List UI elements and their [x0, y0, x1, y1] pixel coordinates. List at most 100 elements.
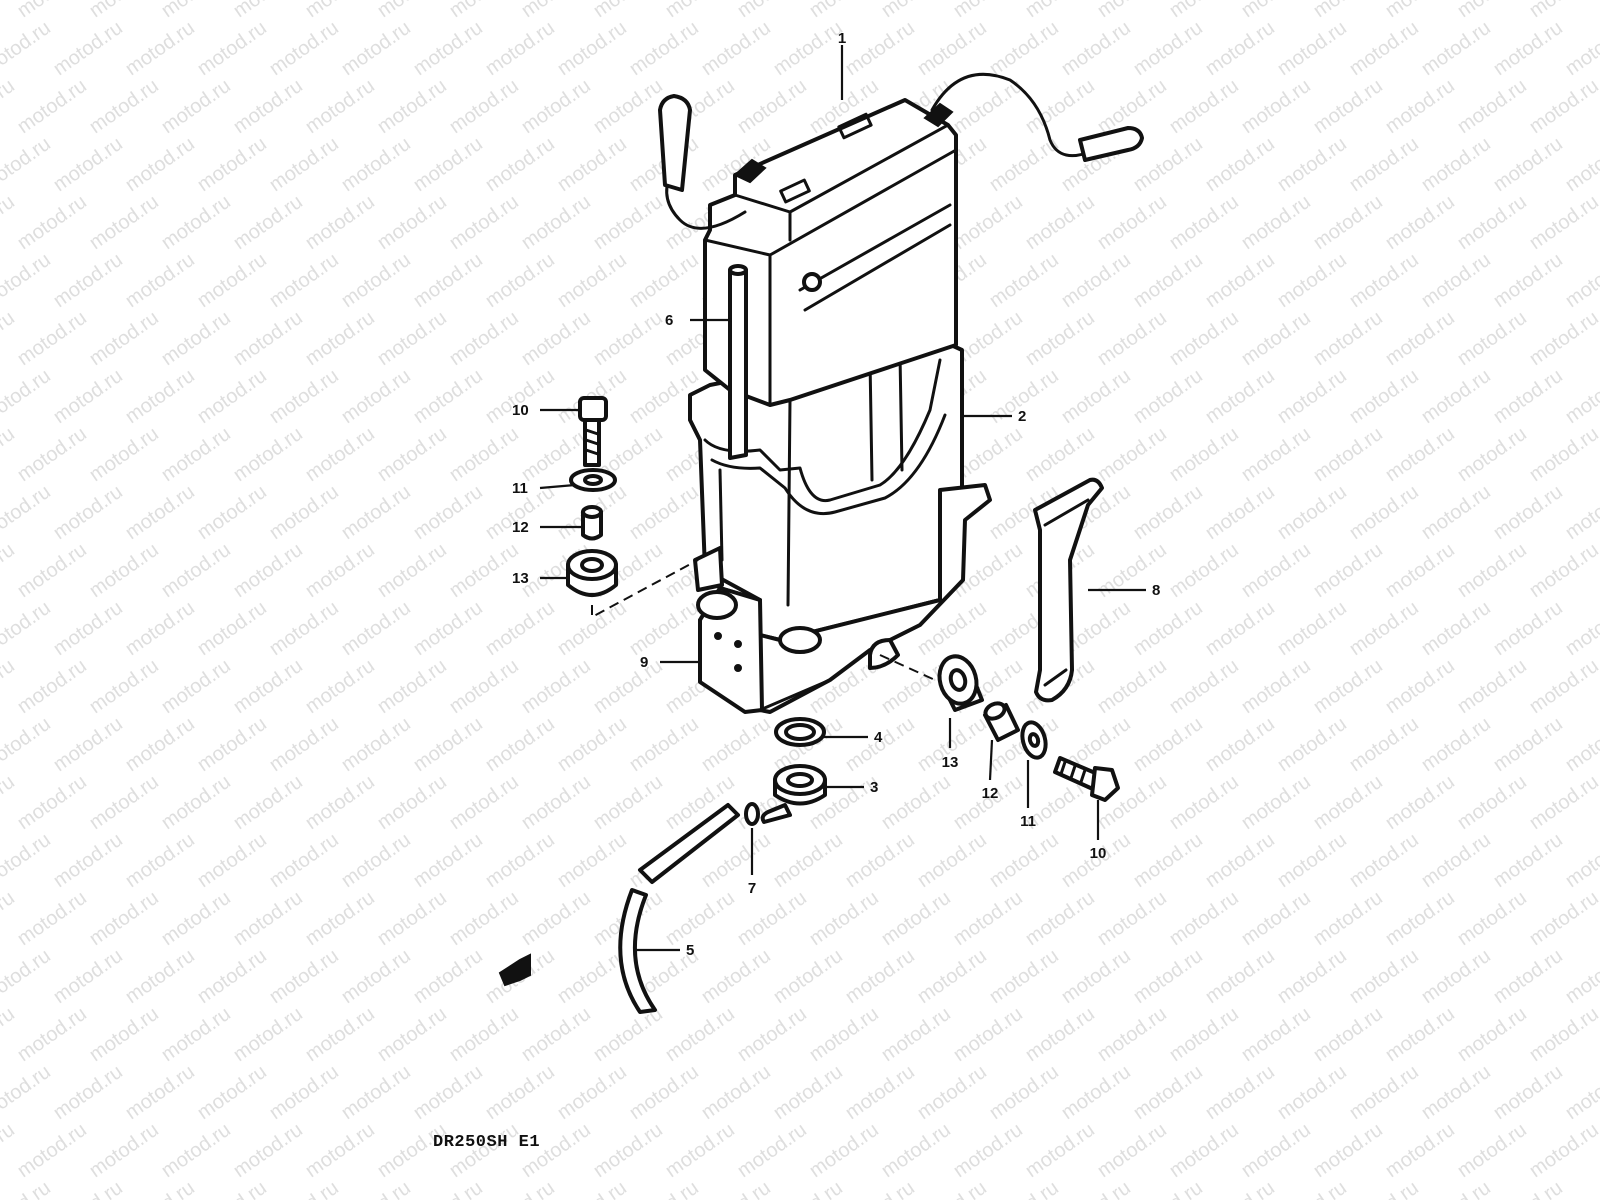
- watermark-text: motod.ru: [1165, 1003, 1242, 1066]
- watermark-text: motod.ru: [913, 1061, 990, 1124]
- bolt-left: [578, 396, 608, 467]
- watermark-text: motod.ru: [1165, 1119, 1242, 1182]
- watermark-text: motod.ru: [1165, 423, 1242, 486]
- watermark-text: motod.ru: [121, 365, 198, 428]
- watermark-text: motod.ru: [1021, 887, 1098, 950]
- watermark-text: motod.ru: [1309, 191, 1386, 254]
- watermark-text: motod.ru: [49, 597, 126, 660]
- watermark-text: motod.ru: [229, 1119, 306, 1182]
- watermark-text: motod.ru: [0, 133, 55, 196]
- watermark-text: motod.ru: [229, 887, 306, 950]
- watermark-text: motod.ru: [13, 0, 90, 22]
- drain-fitting: [760, 764, 827, 824]
- watermark-text: motod.ru: [1237, 75, 1314, 138]
- watermark-text: motod.ru: [409, 829, 486, 892]
- watermark-text: motod.ru: [265, 133, 342, 196]
- watermark-text: motod.ru: [193, 249, 270, 312]
- watermark-text: motod.ru: [0, 17, 55, 80]
- watermark-text: motod.ru: [1201, 365, 1278, 428]
- watermark-text: motod.ru: [1345, 829, 1422, 892]
- watermark-text: motod.ru: [1381, 771, 1458, 834]
- watermark-text: motod.ru: [85, 887, 162, 950]
- watermark-text: motod.ru: [337, 829, 414, 892]
- watermark-text: motod.ru: [121, 945, 198, 1008]
- callout-10-left: 10: [512, 402, 529, 419]
- watermark-text: motod.ru: [0, 1003, 19, 1066]
- watermark-text: motod.ru: [229, 655, 306, 718]
- watermark-text: motod.ru: [265, 1177, 342, 1200]
- watermark-text: motod.ru: [265, 1061, 342, 1124]
- watermark-text: motod.ru: [1381, 191, 1458, 254]
- watermark-text: motod.ru: [265, 829, 342, 892]
- watermark-text: motod.ru: [337, 481, 414, 544]
- callout-13-left: 13: [512, 570, 529, 587]
- watermark-text: motod.ru: [193, 133, 270, 196]
- watermark-text: motod.ru: [1381, 1003, 1458, 1066]
- watermark-text: motod.ru: [229, 0, 306, 22]
- watermark-text: motod.ru: [877, 1003, 954, 1066]
- watermark-text: motod.ru: [229, 307, 306, 370]
- watermark-text: motod.ru: [733, 1119, 810, 1182]
- watermark-text: motod.ru: [1489, 1177, 1566, 1200]
- watermark-text: motod.ru: [949, 1119, 1026, 1182]
- watermark-text: motod.ru: [301, 1003, 378, 1066]
- watermark-text: motod.ru: [301, 1119, 378, 1182]
- watermark-text: motod.ru: [337, 133, 414, 196]
- watermark-text: motod.ru: [589, 771, 666, 834]
- watermark-text: motod.ru: [1417, 829, 1494, 892]
- watermark-text: motod.ru: [445, 191, 522, 254]
- callout-8: 8: [1152, 582, 1160, 599]
- watermark-text: motod.ru: [1021, 75, 1098, 138]
- watermark-text: motod.ru: [1129, 829, 1206, 892]
- watermark-text: motod.ru: [1561, 365, 1600, 428]
- watermark-text: motod.ru: [1237, 771, 1314, 834]
- watermark-text: motod.ru: [1201, 829, 1278, 892]
- watermark-text: motod.ru: [85, 1003, 162, 1066]
- watermark-text: motod.ru: [49, 829, 126, 892]
- watermark-text: motod.ru: [373, 423, 450, 486]
- watermark-text: motod.ru: [733, 887, 810, 950]
- watermark-text: motod.ru: [265, 249, 342, 312]
- watermark-text: motod.ru: [1561, 945, 1600, 1008]
- watermark-text: motod.ru: [841, 1061, 918, 1124]
- callout-10-right: 10: [1090, 845, 1107, 862]
- watermark-text: motod.ru: [1309, 0, 1386, 22]
- watermark-text: motod.ru: [1093, 1003, 1170, 1066]
- callout-9: 9: [640, 654, 648, 671]
- watermark-text: motod.ru: [841, 829, 918, 892]
- watermark-text: motod.ru: [1345, 365, 1422, 428]
- callout-11-right: 11: [1020, 813, 1036, 830]
- watermark-text: motod.ru: [481, 829, 558, 892]
- grommet-left: [566, 549, 618, 597]
- watermark-text: motod.ru: [1165, 655, 1242, 718]
- watermark-text: motod.ru: [1345, 597, 1422, 660]
- watermark-text: motod.ru: [1381, 75, 1458, 138]
- watermark-text: motod.ru: [1129, 1177, 1206, 1200]
- watermark-text: motod.ru: [1165, 307, 1242, 370]
- watermark-text: motod.ru: [1309, 771, 1386, 834]
- watermark-text: motod.ru: [661, 1119, 738, 1182]
- watermark-text: motod.ru: [1345, 249, 1422, 312]
- watermark-text: motod.ru: [1129, 249, 1206, 312]
- watermark-text: motod.ru: [0, 1119, 19, 1182]
- watermark-text: motod.ru: [1237, 539, 1314, 602]
- watermark-text: motod.ru: [193, 713, 270, 776]
- watermark-text: motod.ru: [229, 771, 306, 834]
- watermark-text: motod.ru: [1417, 1177, 1494, 1200]
- watermark-text: motod.ru: [1021, 307, 1098, 370]
- watermark-text: motod.ru: [445, 307, 522, 370]
- watermark-text: motod.ru: [0, 539, 19, 602]
- watermark-text: motod.ru: [229, 423, 306, 486]
- watermark-text: motod.ru: [373, 0, 450, 22]
- watermark-text: motod.ru: [481, 249, 558, 312]
- watermark-text: motod.ru: [949, 771, 1026, 834]
- watermark-text: motod.ru: [589, 1003, 666, 1066]
- watermark-text: motod.ru: [337, 1061, 414, 1124]
- watermark-text: motod.ru: [1129, 481, 1206, 544]
- watermark-text: motod.ru: [1489, 481, 1566, 544]
- watermark-text: motod.ru: [409, 713, 486, 776]
- watermark-text: motod.ru: [1201, 1177, 1278, 1200]
- watermark-text: motod.ru: [481, 713, 558, 776]
- watermark-text: motod.ru: [697, 1177, 774, 1200]
- watermark-text: motod.ru: [697, 1061, 774, 1124]
